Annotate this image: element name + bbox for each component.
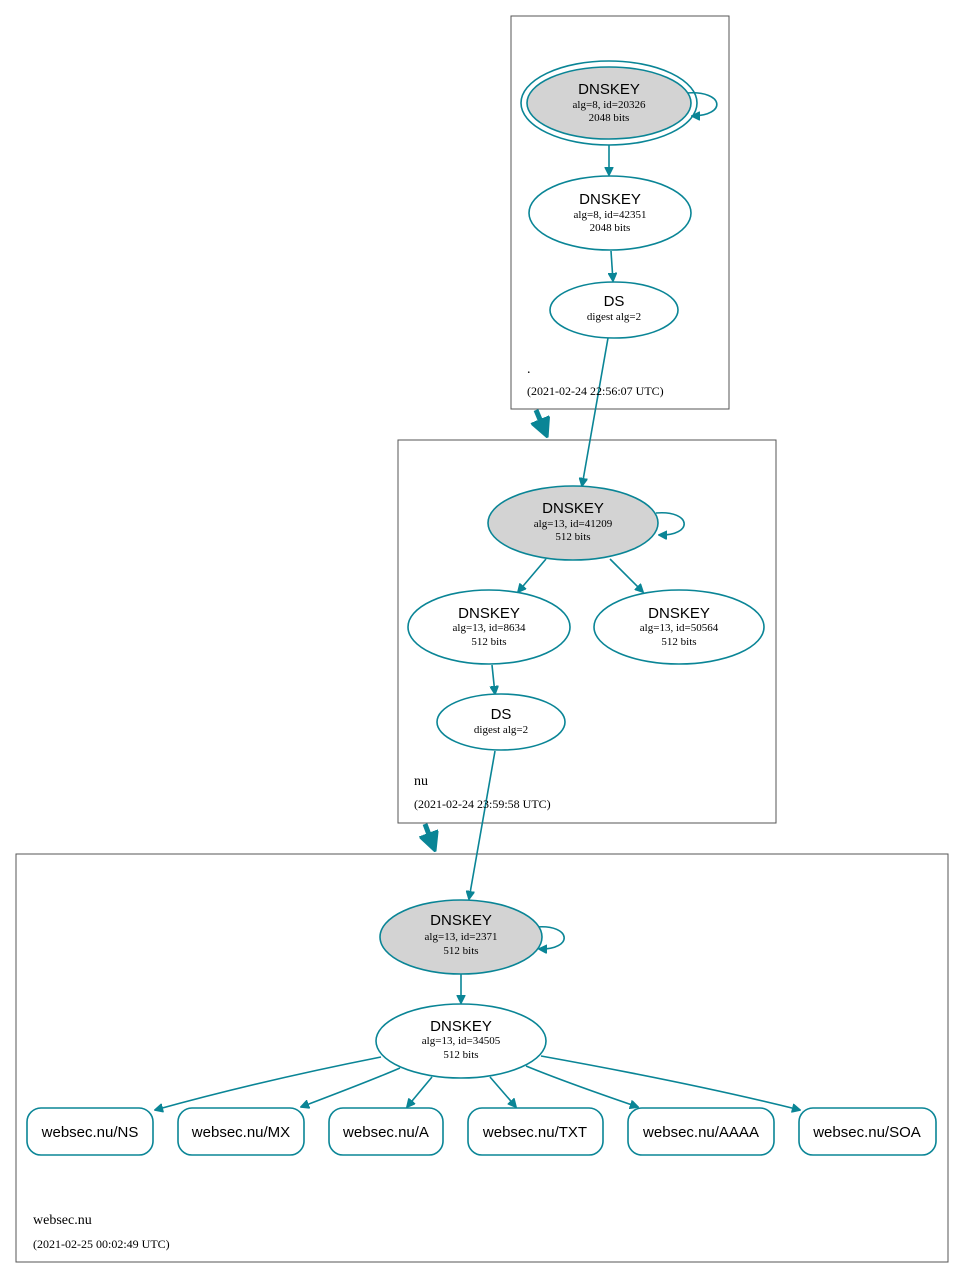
- nu-ksk-alg: alg=13, id=41209: [534, 518, 613, 530]
- rrset-mx-label: websec.nu/MX: [191, 1124, 290, 1141]
- rrset-a-node[interactable]: websec.nu/A: [328, 1107, 444, 1156]
- edge-nu-ksk-to-zsk1: [518, 558, 547, 592]
- rrset-ns-node[interactable]: websec.nu/NS: [26, 1107, 154, 1156]
- websec-ksk-node[interactable]: DNSKEY alg=13, id=2371 512 bits: [379, 899, 543, 975]
- nu-zsk1-type: DNSKEY: [458, 605, 520, 622]
- zone-box-websec: [15, 853, 949, 1263]
- zone-timestamp-root: (2021-02-24 22:56:07 UTC): [527, 384, 664, 398]
- edge-root-ksk-self: [685, 92, 718, 116]
- delegation-arrow-root-to-nu: [536, 409, 546, 434]
- zone-timestamp-websec: (2021-02-25 00:02:49 UTC): [33, 1237, 170, 1251]
- edge-websec-zsk-to-a: [407, 1076, 433, 1107]
- edge-websec-zsk-to-aaaa: [525, 1065, 638, 1107]
- edge-websec-ksk-self: [535, 926, 565, 949]
- rrset-txt-label: websec.nu/TXT: [482, 1124, 587, 1141]
- zone-box-nu: [397, 439, 777, 824]
- zone-name-nu: nu: [414, 774, 428, 789]
- nu-zsk1-node[interactable]: DNSKEY alg=13, id=8634 512 bits: [407, 589, 571, 665]
- edge-websec-zsk-to-mx: [301, 1067, 401, 1107]
- nu-zsk2-alg: alg=13, id=50564: [640, 622, 719, 634]
- edge-websec-zsk-to-txt: [489, 1076, 516, 1107]
- nu-zsk1-bits: 512 bits: [471, 636, 506, 648]
- rrset-txt-node[interactable]: websec.nu/TXT: [467, 1107, 604, 1156]
- root-zsk-node[interactable]: DNSKEY alg=8, id=42351 2048 bits: [528, 175, 692, 251]
- zone-name-websec: websec.nu: [33, 1213, 92, 1228]
- rrset-mx-node[interactable]: websec.nu/MX: [177, 1107, 305, 1156]
- nu-ksk-node[interactable]: DNSKEY alg=13, id=41209 512 bits: [487, 485, 659, 561]
- root-zsk-bits: 2048 bits: [590, 222, 631, 234]
- websec-zsk-alg: alg=13, id=34505: [422, 1035, 501, 1047]
- websec-zsk-node[interactable]: DNSKEY alg=13, id=34505 512 bits: [375, 1003, 547, 1079]
- websec-ksk-alg: alg=13, id=2371: [425, 931, 498, 943]
- edge-root-ds-to-nu-ksk: [582, 337, 609, 486]
- rrset-soa-node[interactable]: websec.nu/SOA: [798, 1107, 937, 1156]
- websec-zsk-bits: 512 bits: [443, 1049, 478, 1061]
- edge-nu-zsk1-to-ds: [492, 664, 495, 694]
- zone-name-root: .: [527, 362, 531, 377]
- nu-zsk2-bits: 512 bits: [661, 636, 696, 648]
- nu-ds-type: DS: [491, 706, 512, 723]
- delegation-arrow-nu-to-websec: [425, 823, 434, 848]
- root-ksk-bits: 2048 bits: [589, 112, 630, 124]
- edge-websec-zsk-to-ns: [155, 1056, 382, 1110]
- root-zsk-type: DNSKEY: [579, 191, 641, 208]
- nu-ksk-bits: 512 bits: [555, 531, 590, 543]
- nu-zsk2-node[interactable]: DNSKEY alg=13, id=50564 512 bits: [593, 589, 765, 665]
- root-ksk-alg: alg=8, id=20326: [573, 99, 646, 111]
- edge-root-zsk-to-ds: [611, 250, 613, 281]
- websec-zsk-type: DNSKEY: [430, 1018, 492, 1035]
- nu-zsk1-alg: alg=13, id=8634: [453, 622, 526, 634]
- nu-zsk2-type: DNSKEY: [648, 605, 710, 622]
- websec-ksk-type: DNSKEY: [430, 912, 492, 929]
- edge-websec-zsk-to-soa: [540, 1055, 800, 1110]
- root-zsk-alg: alg=8, id=42351: [574, 209, 647, 221]
- root-ds-node[interactable]: DS digest alg=2: [549, 281, 679, 339]
- rrset-aaaa-label: websec.nu/AAAA: [642, 1124, 759, 1141]
- websec-ksk-bits: 512 bits: [443, 945, 478, 957]
- nu-ksk-type: DNSKEY: [542, 500, 604, 517]
- root-ds-type: DS: [604, 293, 625, 310]
- rrset-aaaa-node[interactable]: websec.nu/AAAA: [627, 1107, 775, 1156]
- edge-nu-ksk-to-zsk2: [609, 558, 643, 592]
- rrset-a-label: websec.nu/A: [342, 1124, 429, 1141]
- zone-box-root: [510, 15, 730, 410]
- rrset-ns-label: websec.nu/NS: [41, 1124, 139, 1141]
- edge-nu-ksk-self: [655, 512, 685, 535]
- root-ds-digest: digest alg=2: [587, 311, 641, 323]
- nu-ds-digest: digest alg=2: [474, 724, 528, 736]
- edge-nu-ds-to-websec-ksk: [469, 750, 496, 899]
- rrset-soa-label: websec.nu/SOA: [812, 1124, 921, 1141]
- root-ksk-node[interactable]: DNSKEY alg=8, id=20326 2048 bits: [520, 60, 698, 146]
- zone-timestamp-nu: (2021-02-24 23:59:58 UTC): [414, 797, 551, 811]
- nu-ds-node[interactable]: DS digest alg=2: [436, 693, 566, 751]
- root-ksk-type: DNSKEY: [578, 81, 640, 98]
